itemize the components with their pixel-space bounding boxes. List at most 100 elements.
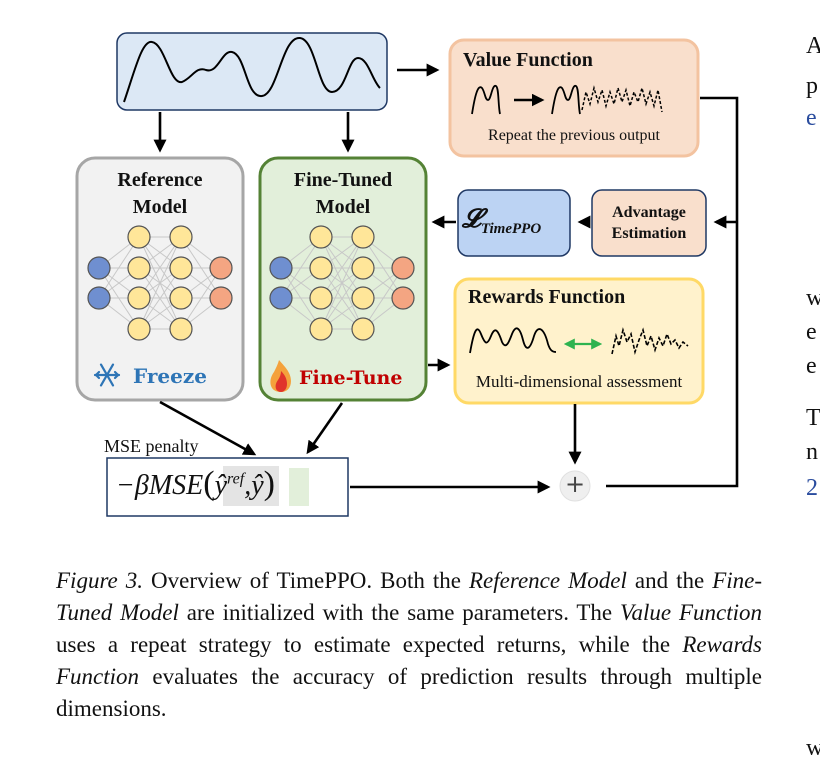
figure-label: Figure 3. xyxy=(56,568,144,593)
mse-formula: −βMSE(ŷref,ŷ) xyxy=(116,465,275,502)
flame-icon xyxy=(270,360,291,392)
network-edge xyxy=(180,267,222,330)
right-fragment: w xyxy=(806,735,820,761)
reference-model-title: Reference Model xyxy=(77,167,243,221)
caption-italic: Fine-Tuned Model xyxy=(56,568,763,625)
fine-tuned-model-box xyxy=(258,156,428,402)
sum-symbol: + xyxy=(564,470,586,498)
caption-italic: Reference Model xyxy=(469,568,627,593)
prediction-wave-icon xyxy=(469,327,557,354)
network-edge xyxy=(98,236,140,299)
value-function-subtitle: Repeat the previous output xyxy=(488,127,660,144)
fine-tuned-neural-network xyxy=(269,225,415,341)
network-node xyxy=(309,286,333,310)
network-node xyxy=(127,317,151,341)
network-node xyxy=(169,317,193,341)
network-node xyxy=(127,256,151,280)
loss-box xyxy=(457,189,571,257)
rewards-function-title: Rewards Function xyxy=(468,286,626,308)
value-function-title: Value Function xyxy=(463,49,593,71)
network-node xyxy=(169,225,193,249)
network-node xyxy=(269,286,293,310)
mse-penalty-label: MSE penalty xyxy=(104,436,199,456)
timeppo-diagram xyxy=(75,32,739,517)
network-edge xyxy=(280,236,322,299)
formula-comma: , xyxy=(244,470,252,501)
caption-text: Overview of TimePPO. Both the xyxy=(143,568,469,593)
advantage-line1: Advantage xyxy=(612,204,686,221)
reference-model-box xyxy=(75,156,245,402)
input-waveform xyxy=(123,36,381,103)
network-node xyxy=(209,286,233,310)
right-fragment: e xyxy=(806,105,817,131)
network-node xyxy=(127,225,151,249)
caption-italic: Rewards Function xyxy=(56,632,762,689)
network-node xyxy=(309,256,333,280)
input-series-box xyxy=(116,32,388,111)
right-fragment: 2 xyxy=(806,475,818,501)
network-edge xyxy=(320,267,364,330)
right-fragment: p xyxy=(806,73,818,99)
network-edge xyxy=(138,236,182,330)
network-node xyxy=(169,286,193,310)
y-hat: ŷ xyxy=(251,470,264,501)
network-node xyxy=(351,225,375,249)
fine-tuned-title-line2: Model xyxy=(315,196,371,218)
loss-subscript: TimePPO xyxy=(480,221,542,238)
network-node xyxy=(87,286,111,310)
right-fragment: A xyxy=(806,33,820,59)
caption-text: and the xyxy=(626,568,713,593)
freeze-label: Freeze xyxy=(133,364,207,388)
network-node xyxy=(169,256,193,280)
network-node xyxy=(391,286,415,310)
reference-title-line1: Reference xyxy=(117,169,203,191)
network-node xyxy=(87,256,111,280)
fine-tuned-title-line1: Fine-Tuned xyxy=(293,169,393,191)
sum-node xyxy=(559,470,591,502)
right-fragment: e xyxy=(806,319,817,345)
caption-text: uses a repeat strategy to estimate expec… xyxy=(56,632,683,657)
advantage-box xyxy=(591,189,707,257)
mse-penalty-box xyxy=(106,457,349,517)
repeated-wave-icon xyxy=(551,85,581,115)
fine-tune-label: Fine-Tune xyxy=(299,367,403,389)
network-node xyxy=(391,256,415,280)
short-wave-icon xyxy=(471,85,501,115)
network-edge xyxy=(138,267,182,330)
right-fragment: e xyxy=(806,353,817,379)
reference-neural-network xyxy=(87,225,233,341)
snowflake-icon xyxy=(93,363,121,387)
caption-italic: Value Function xyxy=(620,600,762,625)
loss-symbol: 𝓛 xyxy=(462,204,481,233)
network-edge xyxy=(320,236,364,299)
reference-title-line2: Model xyxy=(132,196,188,218)
caption-text: evaluates the accuracy of prediction res… xyxy=(56,664,762,721)
network-node xyxy=(309,317,333,341)
network-node xyxy=(351,286,375,310)
rewards-function-box xyxy=(453,277,705,405)
loss-label: 𝓛TimePPO xyxy=(462,204,541,238)
advantage-line2: Estimation xyxy=(611,225,687,242)
network-node xyxy=(269,256,293,280)
network-edge xyxy=(320,236,364,330)
network-edge xyxy=(362,267,404,330)
rewards-function-subtitle: Multi-dimensional assessment xyxy=(475,372,683,391)
figure-caption: Figure 3. Overview of TimePPO. Both the … xyxy=(56,565,762,725)
mse-prefix: −βMSE xyxy=(116,470,204,501)
network-node xyxy=(209,256,233,280)
fine-tuned-model-title: Fine-Tuned Model xyxy=(260,167,426,221)
network-node xyxy=(309,225,333,249)
advantage-label: Advantage Estimation xyxy=(592,202,706,244)
target-wave-icon xyxy=(611,327,689,355)
value-function-box xyxy=(448,38,700,158)
y-ref-sup: ref xyxy=(227,470,245,488)
right-fragment: n xyxy=(806,439,818,465)
network-edge xyxy=(138,236,182,299)
caption-text: are initialized with the same parameters… xyxy=(178,600,620,625)
network-node xyxy=(351,317,375,341)
network-node xyxy=(351,256,375,280)
network-node xyxy=(127,286,151,310)
flow-arrows xyxy=(153,63,739,494)
y-ref: ŷ xyxy=(214,470,228,501)
right-fragment: w xyxy=(806,285,820,311)
